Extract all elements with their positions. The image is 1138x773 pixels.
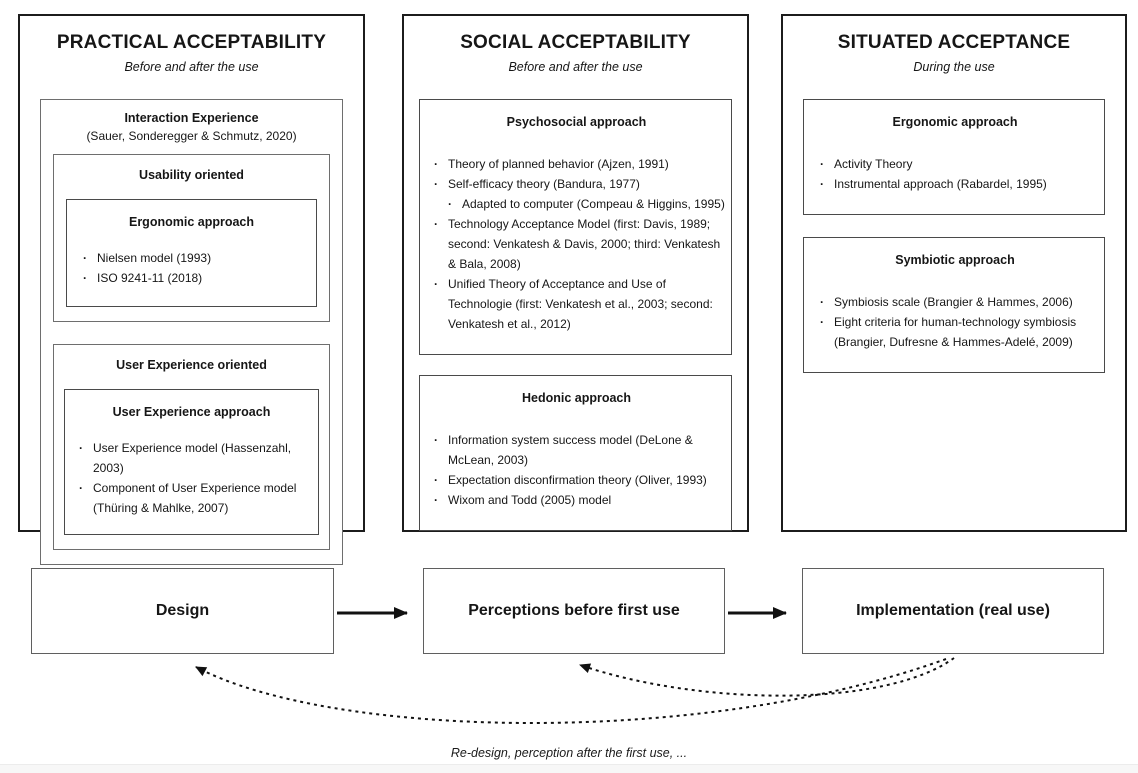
list-item: · Unified Theory of Acceptance and Use of…	[428, 274, 725, 334]
box-title: Psychosocial approach	[506, 115, 647, 129]
list-item-text: Wixom and Todd (2005) model	[448, 493, 612, 507]
box-user-experience-oriented: User Experience oriented User Experience…	[53, 344, 330, 550]
box-title: Interaction Experience	[124, 111, 259, 125]
list-item-text: Information system success model (DeLone…	[448, 433, 693, 467]
list-item-text: Activity Theory	[834, 157, 913, 171]
list-item: · ISO 9241-11 (2018)	[77, 268, 306, 288]
list-item-text: Nielsen model (1993)	[97, 251, 212, 265]
box-title: Usability oriented	[139, 168, 244, 182]
column-practical-acceptability: PRACTICAL ACCEPTABILITY Before and after…	[18, 14, 365, 565]
bullet-list: · Theory of planned behavior (Ajzen, 1991…	[428, 154, 725, 334]
list-item: · Technology Acceptance Model (first: Dav…	[428, 214, 725, 274]
column-title: SOCIAL ACCEPTABILITY	[460, 32, 691, 53]
list-item: · Expectation disconfirmation theory (Oli…	[428, 470, 725, 490]
bullet-icon: ·	[434, 493, 438, 507]
flow-step-label: Implementation (real use)	[856, 602, 1050, 619]
list-item: · Wixom and Todd (2005) model	[428, 490, 725, 510]
bullet-icon: ·	[434, 433, 438, 447]
bullet-icon: ·	[83, 271, 87, 285]
list-item-text: ISO 9241-11 (2018)	[97, 271, 203, 285]
bullet-list: · User Experience model (Hassenzahl, 2003…	[73, 438, 310, 518]
box-title: User Experience approach	[112, 405, 271, 419]
list-item: · Theory of planned behavior (Ajzen, 1991…	[428, 154, 725, 174]
list-item: · Nielsen model (1993)	[77, 248, 306, 268]
bullet-icon: ·	[83, 251, 87, 265]
bullet-list: · Information system success model (DeLon…	[428, 430, 725, 510]
list-item-text: Eight criteria for human-technology symb…	[834, 315, 1077, 349]
box-ergonomic-approach-situated: Ergonomic approach · Activity Theory · Ins…	[803, 99, 1105, 215]
box-user-experience-approach: User Experience approach · User Experienc…	[64, 389, 319, 535]
list-item: · User Experience model (Hassenzahl, 2003…	[73, 438, 310, 478]
list-item-text: User Experience model (Hassenzahl, 2003)	[93, 441, 292, 475]
list-item-text: Expectation disconfirmation theory (Oliv…	[448, 473, 707, 487]
list-item: · Component of User Experience model (Thü…	[73, 478, 310, 518]
box-title: Hedonic approach	[521, 391, 632, 405]
flow-step-label: Design	[155, 602, 210, 619]
bullet-list: · Symbiosis scale (Brangier & Hammes, 200…	[814, 292, 1096, 352]
column-title: SITUATED ACCEPTANCE	[837, 32, 1071, 53]
box-title: Ergonomic approach	[128, 215, 255, 229]
bullet-icon: ·	[434, 277, 438, 291]
list-item-sub: · Adapted to computer (Compeau & Higgins,…	[428, 194, 725, 214]
box-citation: (Sauer, Sonderegger & Schmutz, 2020)	[86, 129, 297, 143]
column-subtitle: During the use	[913, 60, 995, 74]
bullet-list: · Nielsen model (1993) · ISO 9241-11 (2018…	[77, 248, 306, 288]
flow-step-implementation-real-use: Implementation (real use)	[802, 568, 1104, 654]
list-item: · Symbiosis scale (Brangier & Hammes, 200…	[814, 292, 1096, 312]
list-item-text: Theory of planned behavior (Ajzen, 1991)	[448, 157, 669, 171]
flow-step-perceptions-before-first-use: Perceptions before first use	[423, 568, 725, 654]
list-item-text: Unified Theory of Acceptance and Use of …	[448, 277, 713, 331]
feedback-arrow-implementation-to-design	[195, 658, 947, 724]
list-item-text: Symbiosis scale (Brangier & Hammes, 2006…	[834, 295, 1073, 309]
box-hedonic-approach: Hedonic approach · Information system suc…	[419, 375, 732, 531]
flow-step-design: Design	[31, 568, 334, 654]
list-item: · Information system success model (DeLon…	[428, 430, 725, 470]
feedback-arrow-implementation-to-perceptions	[579, 657, 955, 697]
box-interaction-experience: Interaction Experience (Sauer, Sonderegg…	[40, 99, 343, 565]
list-item-text: Technology Acceptance Model (first: Davi…	[448, 217, 721, 271]
flow-step-label: Perceptions before first use	[468, 602, 680, 619]
box-title: Ergonomic approach	[892, 115, 1018, 129]
box-title: Symbiotic approach	[895, 253, 1015, 267]
bullet-list: · Activity Theory · Instrumental approach …	[814, 154, 1096, 194]
bullet-icon: ·	[434, 177, 438, 191]
bullet-icon: ·	[820, 157, 824, 171]
column-social-acceptability: SOCIAL ACCEPTABILITY Before and after th…	[402, 14, 749, 532]
column-subtitle: Before and after the use	[124, 60, 259, 74]
list-item: · Eight criteria for human-technology sym…	[814, 312, 1096, 352]
bullet-icon: ·	[820, 177, 824, 191]
feedback-caption: Re-design, perception after the first us…	[450, 746, 688, 760]
column-subtitle: Before and after the use	[508, 60, 643, 74]
box-title: User Experience oriented	[116, 358, 267, 372]
bullet-icon: ·	[820, 315, 824, 329]
bullet-icon: ·	[79, 441, 83, 455]
box-psychosocial-approach: Psychosocial approach · Theory of planned…	[419, 99, 732, 355]
bullet-icon: ·	[820, 295, 824, 309]
list-item-text: Instrumental approach (Rabardel, 1995)	[834, 177, 1047, 191]
bullet-icon: ·	[434, 157, 438, 171]
list-item: · Instrumental approach (Rabardel, 1995)	[814, 174, 1096, 194]
bullet-icon: ·	[448, 197, 452, 211]
box-ergonomic-approach: Ergonomic approach · Nielsen model (1993)…	[66, 199, 317, 307]
bullet-icon: ·	[79, 481, 83, 495]
list-item-text: Self-efficacy theory (Bandura, 1977)	[448, 177, 640, 191]
bullet-icon: ·	[434, 217, 438, 231]
list-item-text: Component of User Experience model (Thür…	[93, 481, 297, 515]
list-item: · Activity Theory	[814, 154, 1096, 174]
window-bottom-edge	[0, 764, 1138, 773]
column-title: PRACTICAL ACCEPTABILITY	[56, 32, 327, 53]
list-item: · Self-efficacy theory (Bandura, 1977)	[428, 174, 725, 194]
box-usability-oriented: Usability oriented Ergonomic approach · N…	[53, 154, 330, 322]
column-situated-acceptance: SITUATED ACCEPTANCE During the use Ergon…	[781, 14, 1127, 532]
list-item-text: Adapted to computer (Compeau & Higgins, …	[462, 197, 725, 211]
box-symbiotic-approach: Symbiotic approach · Symbiosis scale (Bra…	[803, 237, 1105, 373]
bullet-icon: ·	[434, 473, 438, 487]
